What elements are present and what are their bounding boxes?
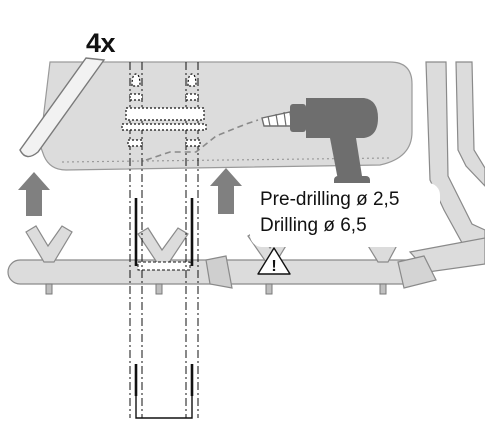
drill-icon [261, 98, 378, 196]
drill-path [145, 119, 259, 161]
guide-lines [129, 62, 199, 418]
warning-exclamation: ! [271, 258, 276, 275]
bracket-saddle [137, 261, 191, 271]
predrill-spec: Pre-drilling ø 2,5 [260, 189, 400, 210]
drill-spec: Drilling ø 6,5 [260, 215, 367, 236]
quantity-label: 4x [86, 28, 116, 58]
drilling-callout: Pre-drilling ø 2,5 Drilling ø 6,5 [250, 183, 440, 247]
u-bolt-rods [134, 198, 194, 419]
warning-triangle-icon: ! [257, 247, 291, 275]
up-arrow-icon [18, 168, 242, 216]
frame-tube [7, 255, 437, 289]
bolt-nuts [45, 283, 387, 295]
cargo-box-edge [19, 57, 106, 158]
fastener-parts [121, 73, 207, 147]
